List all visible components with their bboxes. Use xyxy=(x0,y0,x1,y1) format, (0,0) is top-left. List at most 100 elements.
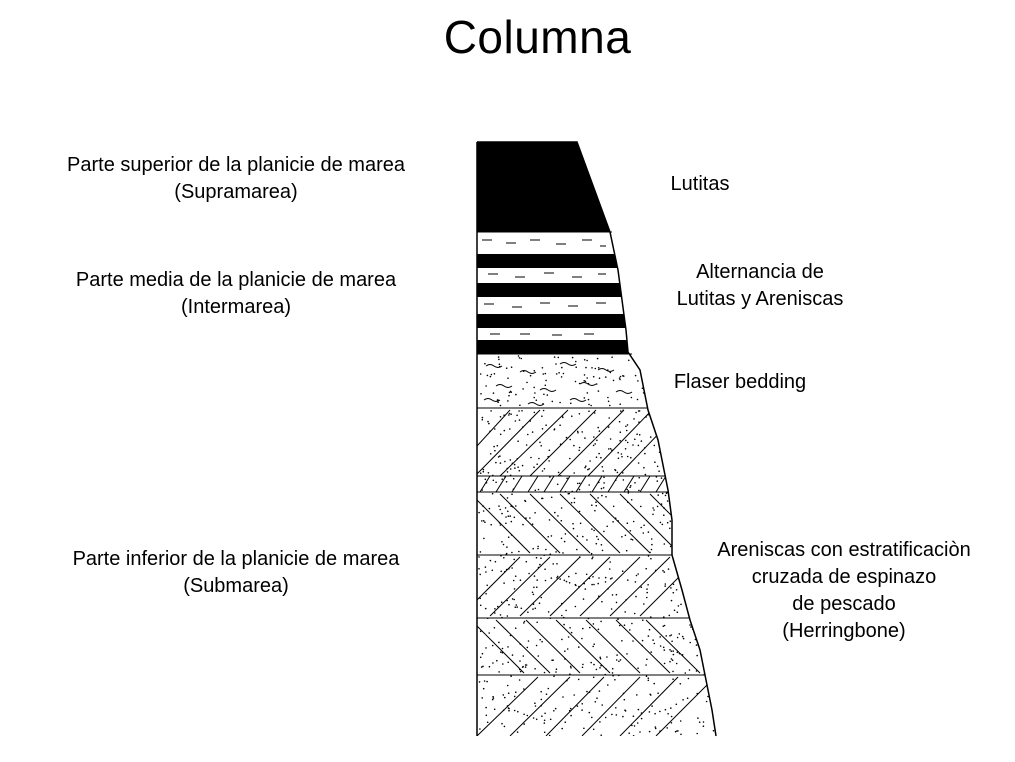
sand-dot xyxy=(522,523,524,526)
sand-dot xyxy=(710,490,713,493)
sand-dot xyxy=(507,692,510,694)
sand-dot xyxy=(548,449,551,452)
sand-dot xyxy=(499,462,502,464)
sand-dot xyxy=(611,449,613,452)
sand-dot xyxy=(523,723,525,725)
sand-dot xyxy=(588,484,590,486)
sand-dot xyxy=(486,721,489,724)
sand-dot xyxy=(485,706,487,709)
sand-dot xyxy=(647,584,649,586)
sand-dot xyxy=(541,367,544,369)
sand-dot xyxy=(583,727,585,730)
sand-dot xyxy=(491,644,494,647)
sand-dot xyxy=(522,388,524,390)
sand-dot xyxy=(583,359,586,361)
sand-dot xyxy=(679,683,682,685)
sand-dot xyxy=(664,708,667,711)
sand-dot xyxy=(542,409,545,412)
sand-dot xyxy=(684,672,687,674)
sand-dot xyxy=(638,434,641,436)
sand-dot xyxy=(713,410,715,413)
sand-dot xyxy=(605,496,607,498)
litho-herringbone-line3: de pescado xyxy=(792,593,896,615)
sand-dot xyxy=(626,441,629,444)
sand-dot xyxy=(698,447,700,450)
sand-dot xyxy=(488,507,491,510)
sand-dot xyxy=(655,476,658,478)
zone-lower-label: Parte inferior de la planicie de marea (… xyxy=(8,546,464,600)
sand-dot xyxy=(583,380,585,382)
sand-dot xyxy=(702,721,705,723)
sand-dot xyxy=(527,433,529,436)
sand-dot xyxy=(599,721,601,723)
sand-dot xyxy=(674,472,676,475)
sand-dot xyxy=(670,707,672,709)
sand-dot xyxy=(678,652,681,655)
sand-dot xyxy=(622,692,625,695)
sand-dot xyxy=(501,478,504,481)
sand-dot xyxy=(702,410,704,412)
sand-dot xyxy=(625,599,627,601)
sand-dot xyxy=(486,680,488,683)
sand-dot xyxy=(616,471,619,474)
sand-dot xyxy=(627,490,630,492)
sand-dot xyxy=(484,566,487,568)
sand-dot xyxy=(502,709,505,712)
sand-dot xyxy=(670,650,673,652)
sand-dot xyxy=(478,568,480,570)
sand-dot xyxy=(619,439,621,442)
sand-dot xyxy=(554,707,557,710)
sand-dot xyxy=(625,425,627,428)
sand-dot xyxy=(573,472,575,474)
sand-dot xyxy=(665,635,667,637)
sand-dot xyxy=(656,505,659,508)
sand-dot xyxy=(555,551,557,553)
sand-dot xyxy=(656,480,659,482)
sand-dot xyxy=(672,653,675,656)
sand-dot xyxy=(670,658,673,660)
sand-dot xyxy=(505,522,507,525)
sand-dot xyxy=(662,436,664,439)
sand-dot xyxy=(677,605,680,607)
sand-dot xyxy=(569,457,571,460)
sand-dot xyxy=(517,466,519,469)
sand-dot xyxy=(498,671,500,673)
sand-dot xyxy=(518,410,520,412)
sand-dot xyxy=(490,373,493,376)
sand-dot xyxy=(479,728,481,730)
sand-dot xyxy=(609,404,611,407)
sand-dot xyxy=(636,359,638,361)
sand-dot xyxy=(598,690,601,692)
sand-dot xyxy=(573,694,575,696)
sand-dot xyxy=(534,512,536,514)
sand-dot xyxy=(632,520,635,523)
sand-dot xyxy=(633,725,636,727)
sand-dot xyxy=(629,629,631,631)
sand-dot xyxy=(706,655,708,658)
sand-dot xyxy=(641,644,643,647)
sand-dot xyxy=(661,492,664,495)
sand-dot xyxy=(626,424,629,426)
sand-dot xyxy=(522,426,524,428)
sand-dot xyxy=(551,659,553,661)
zone-lower-name: Parte inferior de la planicie de marea xyxy=(72,548,400,570)
sand-dot xyxy=(532,547,534,550)
sand-dot xyxy=(518,419,521,421)
sand-dot xyxy=(529,420,532,422)
sand-dot xyxy=(696,692,698,695)
sand-dot xyxy=(573,497,576,500)
sand-dot xyxy=(549,617,552,619)
sand-dot xyxy=(524,666,527,668)
sand-dot xyxy=(577,482,579,485)
sand-dot xyxy=(514,467,516,469)
sand-dot xyxy=(662,646,665,649)
sand-dot xyxy=(632,715,635,717)
sand-dot xyxy=(481,489,484,491)
sand-dot xyxy=(589,460,591,462)
sand-dot xyxy=(555,363,557,365)
sand-dot xyxy=(546,394,549,396)
sand-dot xyxy=(541,415,543,418)
sand-dot xyxy=(517,710,519,713)
sand-dot xyxy=(710,411,712,414)
sand-dot xyxy=(656,361,659,364)
